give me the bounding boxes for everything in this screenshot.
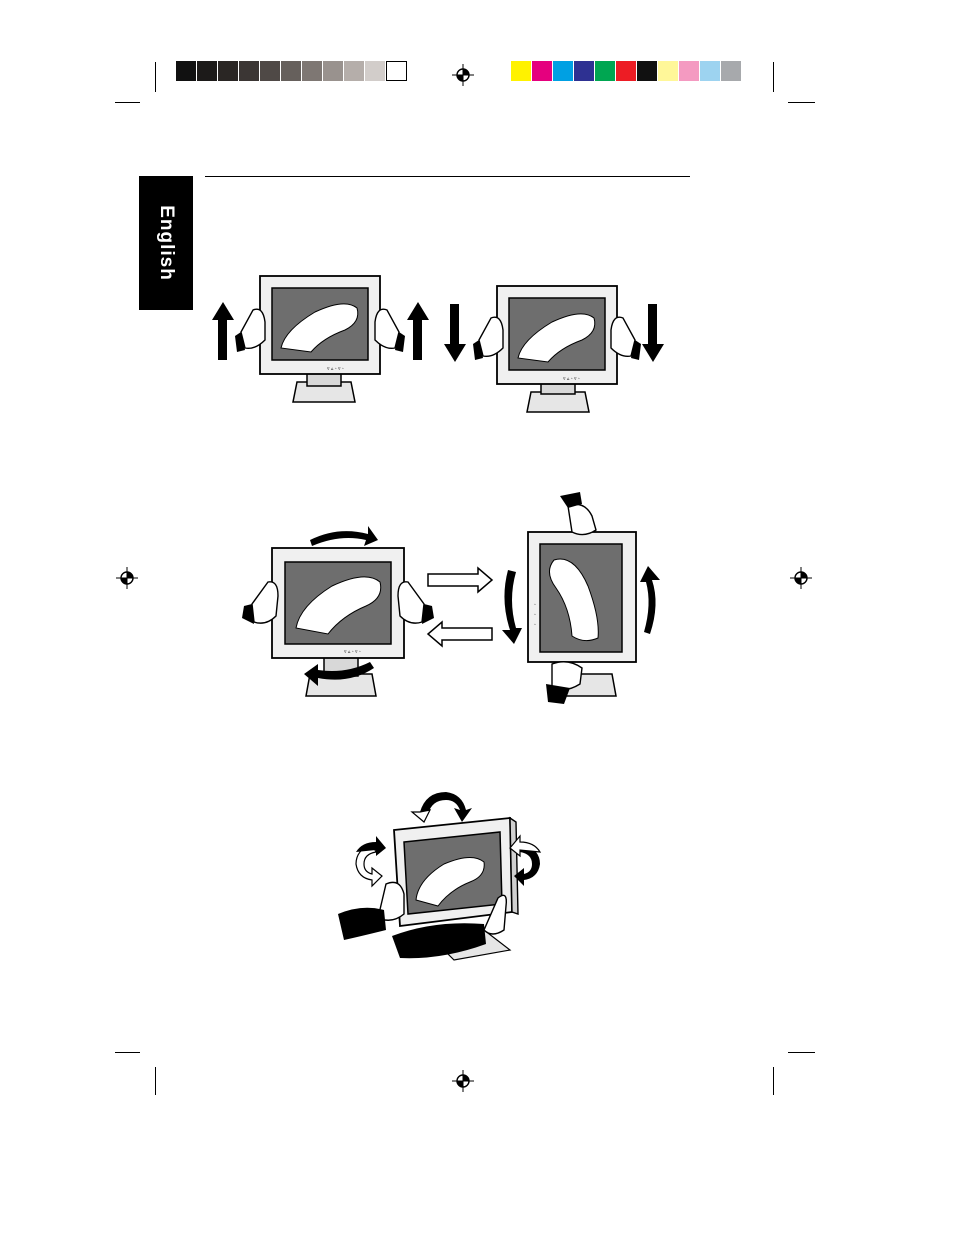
hand-icon (338, 882, 404, 940)
color-swatch (637, 61, 658, 81)
svg-text:▿ ▵ ◦ ▿ ◦: ▿ ▵ ◦ ▿ ◦ (563, 376, 580, 382)
registration-target-icon (452, 1070, 474, 1092)
crop-mark (773, 1067, 774, 1095)
color-swatch (197, 61, 218, 81)
color-swatch (176, 61, 197, 81)
color-calibration-bar (511, 61, 742, 81)
color-swatch (574, 61, 595, 81)
color-swatch (365, 61, 386, 81)
registration-target-icon (790, 567, 812, 589)
svg-text:▿ ▵ ◦ ▿ ◦: ▿ ▵ ◦ ▿ ◦ (327, 366, 344, 372)
svg-text:◦: ◦ (534, 622, 536, 628)
tilt-illustration (334, 780, 554, 964)
registration-target-icon (116, 567, 138, 589)
color-swatch (658, 61, 679, 81)
color-swatch (595, 61, 616, 81)
arrow-down-icon (444, 304, 466, 362)
arrow-down-icon (642, 304, 664, 362)
rotate-arrow-icon (356, 836, 386, 886)
arrow-up-icon (212, 302, 234, 360)
curved-arrow-icon (502, 570, 522, 644)
color-swatch (721, 61, 742, 81)
color-swatch (281, 61, 302, 81)
crop-mark (155, 62, 156, 92)
color-swatch (323, 61, 344, 81)
monitor-right: ▿ ▵ ◦ ▿ ◦ (497, 286, 617, 412)
color-swatch (532, 61, 553, 81)
crop-mark (773, 62, 774, 92)
color-swatch (344, 61, 365, 81)
crop-mark (788, 102, 815, 103)
registration-target-icon (452, 64, 474, 86)
svg-text:◦: ◦ (534, 612, 536, 618)
color-swatch (553, 61, 574, 81)
hand-icon (398, 582, 434, 624)
hand-icon (242, 582, 278, 624)
language-tab-label: English (155, 205, 177, 281)
outline-arrow-icon (428, 568, 492, 592)
color-swatch (260, 61, 281, 81)
swivel-pivot-illustration: ▿ ▵ ◦ ▿ ◦ ◦ ◦ ◦ (238, 488, 668, 710)
hand-icon (560, 492, 596, 535)
height-adjust-illustration: ▿ ▵ ◦ ▿ ◦ ▿ ▵ ◦ ▿ ◦ (205, 270, 675, 420)
color-swatch (218, 61, 239, 81)
svg-text:◦: ◦ (534, 602, 536, 608)
color-swatch (700, 61, 721, 81)
color-swatch (386, 61, 407, 81)
header-rule (205, 176, 690, 177)
curved-arrow-icon (310, 526, 378, 546)
arrow-up-icon (407, 302, 429, 360)
rotate-arrow-icon (412, 792, 472, 822)
svg-text:▿ ▵ ◦ ▿ ◦: ▿ ▵ ◦ ▿ ◦ (344, 649, 361, 655)
color-swatch (239, 61, 260, 81)
color-swatch (511, 61, 532, 81)
monitor-left: ▿ ▵ ◦ ▿ ◦ (260, 276, 380, 402)
color-swatch (302, 61, 323, 81)
grayscale-calibration-bar (176, 61, 407, 81)
color-swatch (616, 61, 637, 81)
outline-arrow-icon (428, 622, 492, 646)
color-swatch (679, 61, 700, 81)
curved-arrow-icon (640, 566, 660, 634)
crop-mark (115, 102, 140, 103)
crop-mark (115, 1052, 140, 1053)
hand-icon (546, 662, 582, 704)
crop-mark (155, 1067, 156, 1095)
crop-mark (788, 1052, 815, 1053)
